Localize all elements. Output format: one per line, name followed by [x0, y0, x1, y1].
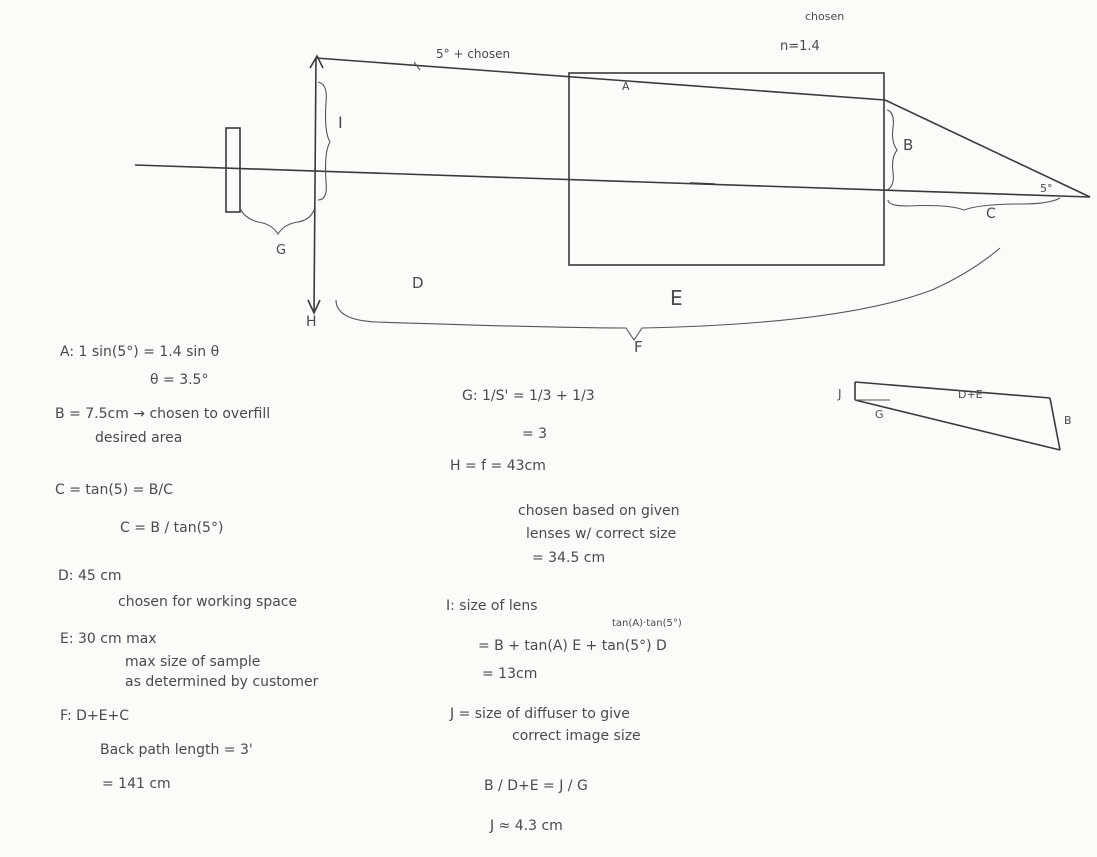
- bracket-c: [887, 197, 1061, 211]
- note-h-1: H = f = 43cm: [450, 458, 546, 474]
- note-c-1: C = tan(5) = B/C: [55, 482, 173, 498]
- top-ray: [315, 57, 886, 101]
- note-f-1: F: D+E+C: [60, 708, 129, 724]
- note-i-3: = B + tan(A) E + tan(5°) D: [478, 638, 667, 654]
- bracket-i: [317, 81, 331, 201]
- cone-line: [884, 99, 1091, 198]
- label-d: D: [412, 274, 424, 292]
- label-a: A: [622, 80, 630, 93]
- lens-arrow-bottom: [307, 299, 321, 315]
- note-d-1: D: 45 cm: [58, 568, 122, 584]
- note-f-3: = 141 cm: [102, 776, 171, 792]
- label-e: E: [670, 286, 683, 310]
- n-chosen: chosen: [805, 10, 844, 23]
- note-j-3: B / D+E = J / G: [484, 778, 588, 794]
- angle-label: 5°: [1040, 182, 1053, 195]
- small-label-b: B: [1064, 414, 1072, 427]
- small-diagram-diag: [854, 399, 1061, 451]
- note-g-2: = 3: [522, 426, 547, 442]
- note-i-4: = 13cm: [482, 666, 537, 682]
- note-h-2: chosen based on given: [518, 503, 680, 519]
- label-c: C: [986, 206, 996, 222]
- note-e-3: as determined by customer: [125, 674, 319, 690]
- note-j-4: J ≈ 4.3 cm: [489, 818, 563, 834]
- note-e-2: max size of sample: [125, 654, 260, 670]
- note-g-1: G: 1/S' = 1/3 + 1/3: [462, 388, 595, 404]
- sample-mark: [689, 182, 716, 185]
- note-b-1: B = 7.5cm → chosen to overfill: [55, 406, 270, 422]
- small-diagram-top: [854, 381, 1051, 399]
- diffuser: [225, 127, 241, 213]
- small-label-de: D+E: [958, 388, 983, 401]
- note-b-2: desired area: [95, 430, 182, 446]
- note-e-1: E: 30 cm max: [60, 631, 157, 647]
- n-label: n=1.4: [780, 39, 820, 54]
- note-j-1: J = size of diffuser to give: [449, 706, 630, 722]
- note-h-4: = 34.5 cm: [532, 550, 605, 566]
- label-g: G: [276, 243, 286, 258]
- label-b: B: [903, 136, 913, 154]
- note-f-2: Back path length = 3': [100, 742, 253, 758]
- small-label-g: G: [875, 408, 884, 421]
- note-j-2: correct image size: [512, 728, 641, 744]
- label-i: I: [338, 113, 343, 132]
- note-a-1: A: 1 sin(5°) = 1.4 sin θ: [60, 344, 219, 360]
- note-a-2: θ = 3.5°: [150, 372, 208, 388]
- note-c-2: C = B / tan(5°): [120, 520, 223, 536]
- bracket-b: [886, 109, 898, 191]
- bracket-g: [239, 207, 315, 236]
- angle-tick: [413, 61, 421, 71]
- note-i-1: I: size of lens: [446, 598, 538, 614]
- small-label-j: J: [837, 387, 842, 401]
- note-h-3: lenses w/ correct size: [526, 526, 676, 542]
- lens-line: [313, 57, 317, 313]
- bracket-f: [335, 247, 1001, 341]
- label-h: H: [306, 314, 317, 330]
- angle-note: 5° + chosen: [436, 47, 510, 61]
- small-diagram-right: [1049, 397, 1061, 451]
- lens-arrow-top: [309, 54, 324, 69]
- note-i-2: tan(A)·tan(5°): [612, 618, 682, 629]
- note-d-2: chosen for working space: [118, 594, 297, 610]
- sample-box: [568, 72, 885, 266]
- optical-axis: [134, 164, 1091, 198]
- label-f: F: [634, 338, 643, 356]
